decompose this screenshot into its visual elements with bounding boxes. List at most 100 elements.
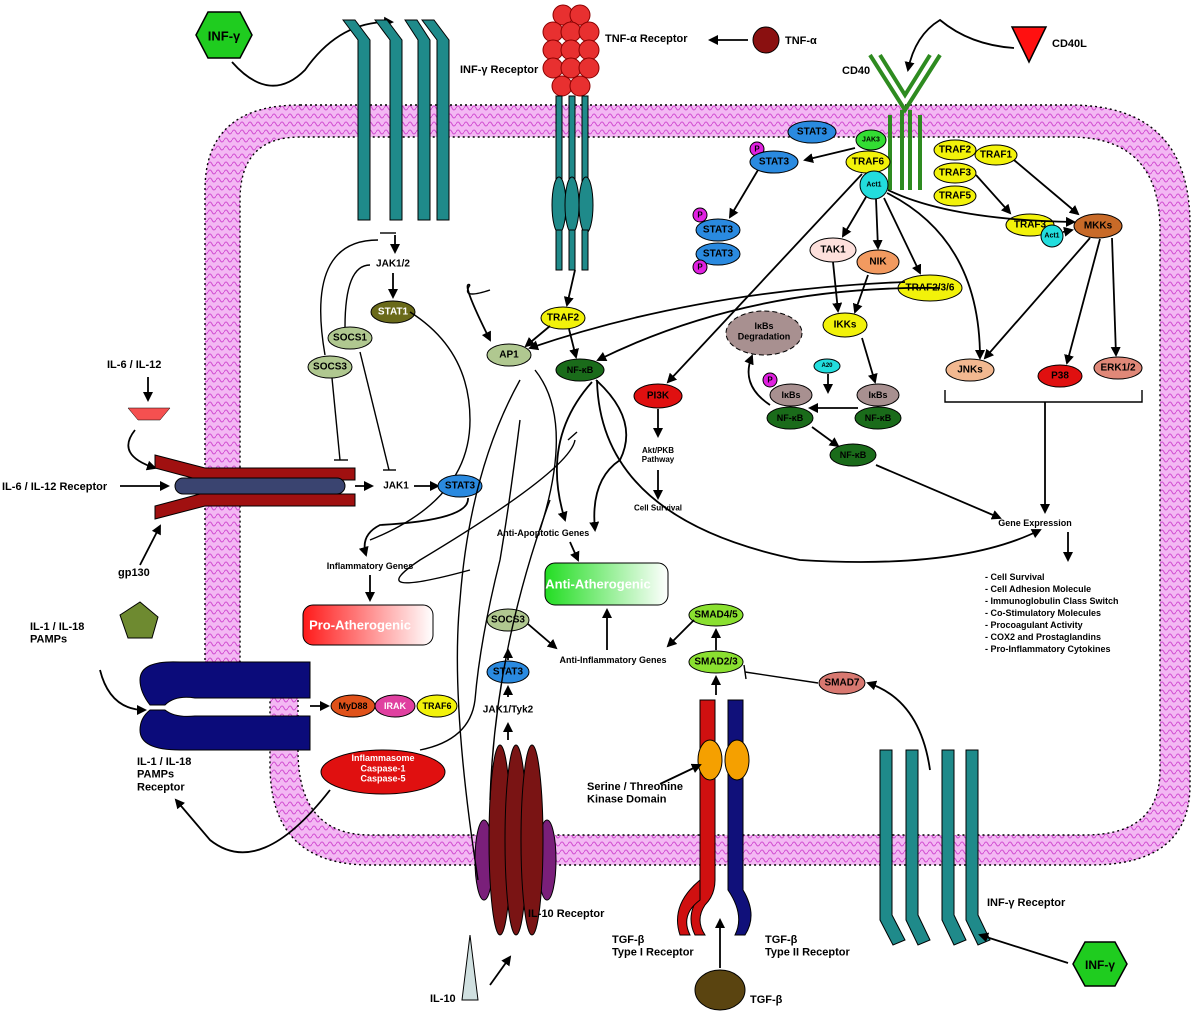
svg-text:Act1: Act1 bbox=[1044, 233, 1059, 240]
il6-il12-ligand bbox=[127, 407, 171, 421]
svg-text:AP1: AP1 bbox=[499, 350, 519, 361]
svg-text:P: P bbox=[754, 145, 760, 154]
svg-text:NF-κB: NF-κB bbox=[777, 413, 804, 423]
tgf-beta-ligand bbox=[694, 969, 746, 1011]
svg-text:A20: A20 bbox=[821, 363, 833, 369]
jak12-label: JAK1/2 bbox=[376, 259, 410, 270]
socs3-node-il10: SOCS3 bbox=[486, 608, 530, 632]
cd40l-ligand bbox=[1010, 26, 1048, 64]
pi3k-node: PI3K bbox=[633, 383, 683, 409]
svg-text:IκBs: IκBs bbox=[781, 390, 800, 400]
stat3-node-c: STAT3 bbox=[695, 218, 741, 242]
myd88-node: MyD88 bbox=[330, 694, 376, 718]
smad23-node: SMAD2/3 bbox=[688, 650, 744, 674]
svg-text:TRAF3: TRAF3 bbox=[1014, 220, 1047, 231]
svg-text:TRAF5: TRAF5 bbox=[939, 191, 972, 202]
tgf-beta-receptor bbox=[677, 699, 752, 936]
svg-text:IRAK: IRAK bbox=[384, 701, 406, 711]
cell-survival-label: Cell Survival bbox=[634, 504, 682, 513]
cd40l-label: CD40L bbox=[1052, 38, 1087, 50]
svg-text:P: P bbox=[697, 211, 703, 220]
svg-text:P: P bbox=[767, 376, 773, 385]
phosphate-badge-4: P bbox=[692, 259, 708, 275]
svg-text:SMAD2/3: SMAD2/3 bbox=[694, 657, 738, 668]
svg-text:NF-κB: NF-κB bbox=[865, 413, 892, 423]
svg-text:NIK: NIK bbox=[869, 257, 887, 268]
svg-text:TRAF1: TRAF1 bbox=[980, 150, 1013, 161]
svg-text:STAT3: STAT3 bbox=[703, 225, 734, 236]
act1-node-a: Act1 bbox=[859, 170, 889, 200]
svg-text:TRAF6: TRAF6 bbox=[423, 701, 452, 711]
tnf-alpha-label: TNF-α bbox=[785, 35, 817, 47]
svg-text:SMAD4/5: SMAD4/5 bbox=[694, 610, 738, 621]
svg-text:STAT3: STAT3 bbox=[797, 127, 828, 138]
svg-text:SMAD7: SMAD7 bbox=[824, 678, 859, 689]
svg-text:NF-κB: NF-κB bbox=[567, 365, 594, 375]
svg-text:- Co-Stimulatory Molecules: - Co-Stimulatory Molecules bbox=[985, 608, 1101, 618]
svg-text:IKKs: IKKs bbox=[834, 320, 857, 331]
inf-gamma-receptor-bottom-label: INF-γ Receptor bbox=[987, 897, 1066, 909]
jnks-node: JNKs bbox=[945, 358, 995, 382]
svg-text:PI3K: PI3K bbox=[647, 391, 670, 402]
svg-text:- Pro-Inflammatory Cytokines: - Pro-Inflammatory Cytokines bbox=[985, 644, 1111, 654]
svg-text:TRAF2: TRAF2 bbox=[939, 145, 972, 156]
inflammatory-genes-label: Inflammatory Genes bbox=[327, 561, 414, 571]
il1-il18-ligand bbox=[119, 601, 159, 639]
stat1-node: STAT1 bbox=[370, 300, 416, 324]
cd40-receptor bbox=[868, 53, 942, 190]
phosphate-badge-3: P bbox=[692, 207, 708, 223]
ikks-node: IKKs bbox=[822, 312, 868, 338]
stat3-node-b: STAT3 bbox=[749, 150, 799, 174]
stat3-node-il6: STAT3 bbox=[437, 474, 483, 498]
svg-text:NF-κB: NF-κB bbox=[840, 450, 867, 460]
traf6-node-top: TRAF6 bbox=[845, 150, 891, 174]
svg-text:- Procoagulant Activity: - Procoagulant Activity bbox=[985, 620, 1083, 630]
tnf-alpha-ligand bbox=[752, 26, 780, 54]
ap1-node: AP1 bbox=[486, 343, 532, 367]
svg-text:- Immunoglobulin Class Switch: - Immunoglobulin Class Switch bbox=[985, 596, 1119, 606]
svg-text:STAT1: STAT1 bbox=[378, 307, 409, 318]
tak1-node: TAK1 bbox=[809, 237, 857, 263]
svg-text:P38: P38 bbox=[1051, 371, 1069, 382]
svg-text:- COX2 and Prostaglandins: - COX2 and Prostaglandins bbox=[985, 632, 1101, 642]
traf3-node-a: TRAF3 bbox=[933, 162, 977, 184]
gene-expression-label: Gene Expression bbox=[998, 518, 1072, 528]
traf2-node-tnf: TRAF2 bbox=[540, 306, 586, 330]
ikbs-node-1: IκBs bbox=[769, 383, 813, 407]
svg-text:ERK1/2: ERK1/2 bbox=[1100, 363, 1135, 374]
svg-text:MyD88: MyD88 bbox=[338, 701, 367, 711]
il6-il12-label: IL-6 / IL-12 bbox=[107, 359, 161, 371]
il10-receptor-label: IL-10 Receptor bbox=[528, 908, 605, 920]
svg-text:MKKs: MKKs bbox=[1084, 221, 1113, 232]
svg-text:INF-γ: INF-γ bbox=[208, 29, 241, 44]
jak1-tyk2-label: JAK1/Tyk2 bbox=[483, 705, 534, 716]
svg-text:- Cell Survival: - Cell Survival bbox=[985, 572, 1045, 582]
svg-text:SOCS1: SOCS1 bbox=[333, 333, 367, 344]
il10-ligand bbox=[461, 934, 479, 1001]
jak3-node: JAK3 bbox=[855, 129, 887, 151]
svg-text:INF-γ: INF-γ bbox=[1085, 958, 1115, 972]
tgf-beta-label: TGF-β bbox=[750, 994, 783, 1006]
svg-text:TRAF2: TRAF2 bbox=[547, 313, 580, 324]
nik-node: NIK bbox=[856, 249, 900, 275]
svg-text:Anti-Atherogenic: Anti-Atherogenic bbox=[545, 577, 650, 592]
cd40-label: CD40 bbox=[842, 65, 870, 77]
inf-gamma-ligand-top: INF-γ bbox=[195, 11, 253, 59]
svg-text:SOCS3: SOCS3 bbox=[491, 615, 525, 626]
nfkb-node-3: NF-κB bbox=[829, 443, 877, 467]
pro-atherogenic-box: Pro-Atherogenic bbox=[302, 604, 434, 646]
tnf-alpha-receptor bbox=[542, 4, 600, 271]
traf1-node: TRAF1 bbox=[974, 144, 1018, 166]
act1-node-b: Act1 bbox=[1040, 224, 1064, 248]
anti-atherogenic-box: Anti-Atherogenic bbox=[544, 562, 669, 606]
svg-text:Pro-Atherogenic: Pro-Atherogenic bbox=[309, 618, 411, 633]
socs1-node: SOCS1 bbox=[327, 326, 373, 350]
tnf-alpha-receptor-label: TNF-α Receptor bbox=[605, 33, 688, 45]
